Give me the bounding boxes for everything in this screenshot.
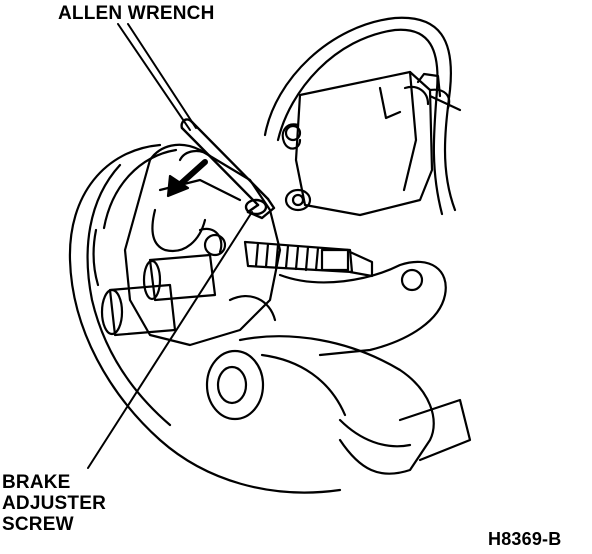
figure-code: H8369-B <box>488 529 562 549</box>
lower-control-arm <box>205 260 472 475</box>
brake-caliper <box>100 143 282 347</box>
adjuster-screw <box>243 240 374 278</box>
label-line-brake: BRAKE <box>2 472 71 493</box>
steering-knuckle <box>281 70 462 217</box>
label-line-adjuster: ADJUSTER <box>2 493 107 514</box>
label-line-screw: SCREW <box>2 514 74 535</box>
leader-lines <box>87 23 253 469</box>
allen-wrench-label: ALLEN WRENCH <box>58 3 215 24</box>
brake-rotor <box>68 143 342 494</box>
brake-hose <box>263 16 457 216</box>
rotation-arrow <box>166 159 208 198</box>
brake-adjuster-screw-label: BRAKE ADJUSTER SCREW <box>2 472 106 535</box>
